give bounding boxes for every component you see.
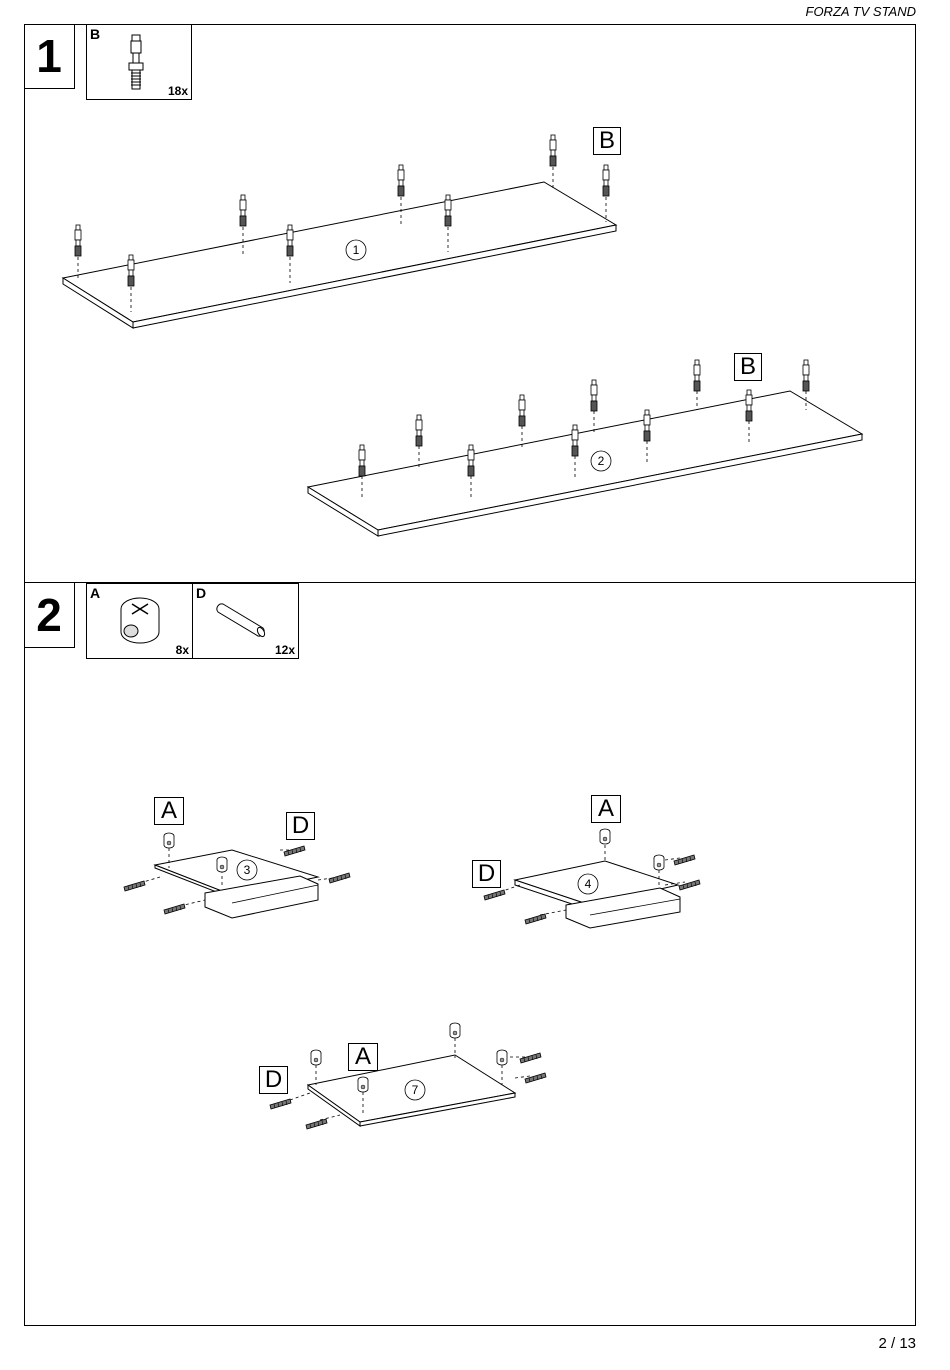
panel-number-4: 4 <box>578 874 598 894</box>
callout-a: A <box>154 797 184 825</box>
panel-number-1: 1 <box>346 240 366 260</box>
panel-number-7: 7 <box>405 1080 425 1100</box>
callout-d: D <box>286 812 315 840</box>
callout-a: A <box>591 795 621 823</box>
callout-b: B <box>593 127 621 155</box>
callout-b: B <box>734 353 762 381</box>
panel-1 <box>63 135 616 328</box>
panel-2 <box>308 360 862 536</box>
page-number: 2 / 13 <box>878 1335 916 1352</box>
panel-number-2: 2 <box>591 451 611 471</box>
callout-a: A <box>348 1043 378 1071</box>
callout-d: D <box>259 1066 288 1094</box>
callout-d: D <box>472 860 501 888</box>
panel-number-3: 3 <box>237 860 257 880</box>
panel-7 <box>270 1023 546 1129</box>
